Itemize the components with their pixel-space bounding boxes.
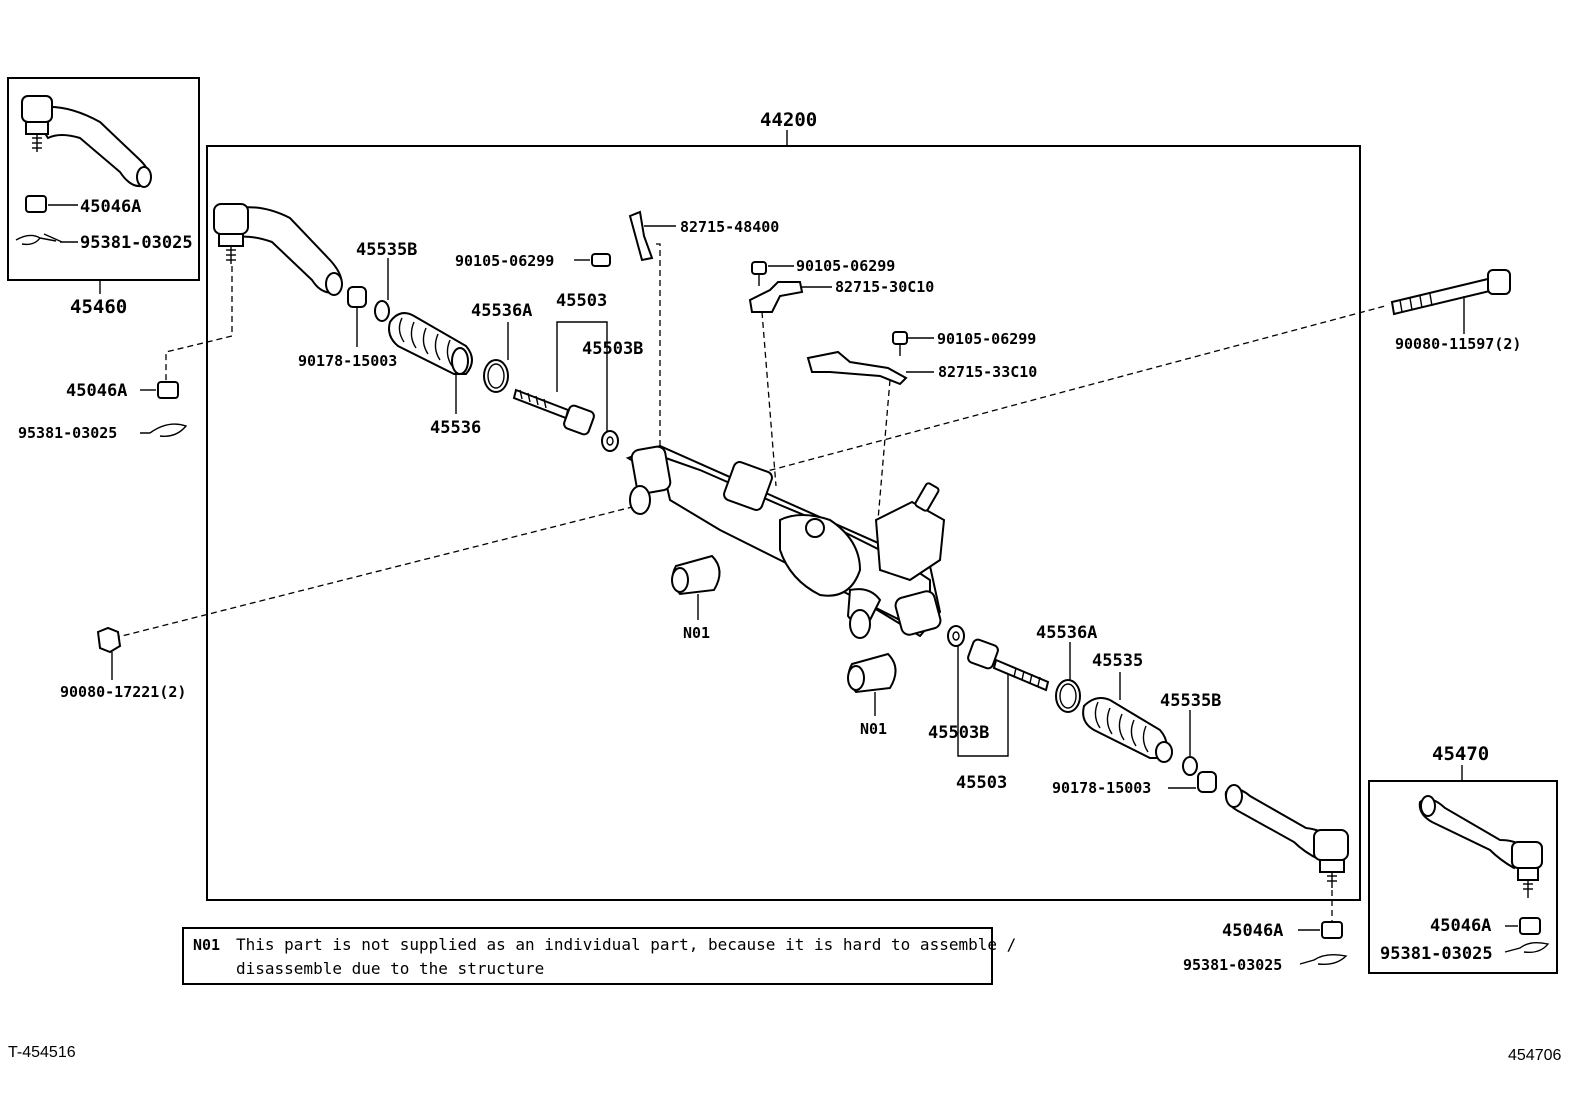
right-kit-frame	[1368, 780, 1558, 974]
label-boot-left: 45536	[430, 418, 481, 438]
left-boot	[388, 312, 473, 414]
left-kit-pin-icon	[15, 233, 78, 246]
left-kit-frame	[7, 77, 200, 281]
left-kit-part-a: 45046A	[80, 197, 141, 217]
label-clip-right: 90178-15003	[1052, 779, 1151, 797]
footer-left-code: T-454516	[8, 1044, 76, 1061]
long-bolt	[1390, 269, 1511, 334]
right-kit-tie-rod-end	[1418, 795, 1543, 898]
bracket-low	[806, 350, 934, 386]
left-kit-number: 45460	[70, 296, 127, 318]
bolt-low	[892, 331, 934, 356]
left-kit-part-b: 95381-03025	[80, 233, 193, 253]
label-rack-washer-right: 45503B	[928, 723, 989, 743]
right-kit-part-b: 95381-03025	[1380, 944, 1493, 964]
label-flange-nut: 90080-17221(2)	[60, 683, 186, 701]
left-nut-icon	[140, 381, 179, 399]
bushing-upper	[671, 554, 721, 620]
footer-right-code: 454706	[1508, 1047, 1561, 1064]
label-bolt-low: 90105-06299	[937, 330, 1036, 348]
right-clip-ring	[1168, 771, 1217, 793]
left-kit-tie-rod-end	[21, 95, 152, 188]
label-bushing-upper: N01	[683, 624, 710, 642]
label-bushing-lower: N01	[860, 720, 887, 738]
label-bracket-mid: 82715-30C10	[835, 278, 934, 296]
left-clamp	[483, 322, 509, 393]
right-rack-end	[967, 638, 1050, 692]
label-bracket-low: 82715-33C10	[938, 363, 1037, 381]
note-box	[182, 927, 993, 985]
right-kit-number: 45470	[1432, 743, 1489, 765]
note-line-1: This part is not supplied as an individu…	[236, 935, 1016, 954]
assembly-number: 44200	[760, 109, 817, 131]
label-long-bolt: 90080-11597(2)	[1395, 335, 1521, 353]
bracket-mid	[748, 281, 832, 313]
label-rack-end-left: 45503	[556, 291, 607, 311]
bushing-lower	[847, 652, 897, 716]
steering-rack-housing	[625, 444, 946, 639]
bolt-top	[574, 253, 611, 267]
left-boot-clip	[374, 258, 390, 322]
label-rack-end-right: 45503	[956, 773, 1007, 793]
label-pin-right: 95381-03025	[1183, 956, 1282, 974]
label-bracket-top: 82715-48400	[680, 218, 779, 236]
right-kit-pin-icon	[1504, 941, 1550, 954]
left-pin-icon	[140, 423, 188, 437]
right-clamp	[1055, 642, 1081, 713]
label-rack-washer-left: 45503B	[582, 339, 643, 359]
label-45046a-left: 45046A	[66, 381, 127, 401]
label-45535b-left: 45535B	[356, 240, 417, 260]
note-code: N01	[193, 936, 220, 954]
label-boot-right: 45535	[1092, 651, 1143, 671]
bracket-top	[628, 210, 676, 262]
label-clamp-right: 45536A	[1036, 623, 1097, 643]
note-line-2: disassemble due to the structure	[236, 959, 544, 978]
right-boot-clip	[1182, 710, 1198, 776]
label-45535b-right: 45535B	[1160, 691, 1221, 711]
label-45046a-right: 45046A	[1222, 921, 1283, 941]
right-tie-rod-end	[1224, 784, 1349, 888]
left-rack-washer	[601, 430, 619, 452]
right-kit-part-a: 45046A	[1430, 916, 1491, 936]
right-rack-washer	[947, 625, 965, 647]
left-clip-ring	[347, 286, 367, 347]
right-boot	[1082, 672, 1173, 763]
right-pin-icon	[1299, 953, 1348, 966]
left-rack-end	[512, 388, 595, 436]
right-nut-icon	[1298, 921, 1343, 939]
label-clip-left: 90178-15003	[298, 352, 397, 370]
label-bolt-mid: 90105-06299	[796, 257, 895, 275]
bolt-mid	[751, 261, 794, 286]
left-kit-nut-icon	[25, 195, 78, 213]
label-clamp-left: 45536A	[471, 301, 532, 321]
flange-nut	[96, 626, 122, 680]
label-pin-left: 95381-03025	[18, 424, 117, 442]
assembly-frame	[206, 145, 1361, 901]
label-bolt-top: 90105-06299	[455, 252, 554, 270]
right-kit-nut-icon	[1505, 917, 1541, 935]
left-tie-rod-end	[213, 203, 343, 296]
